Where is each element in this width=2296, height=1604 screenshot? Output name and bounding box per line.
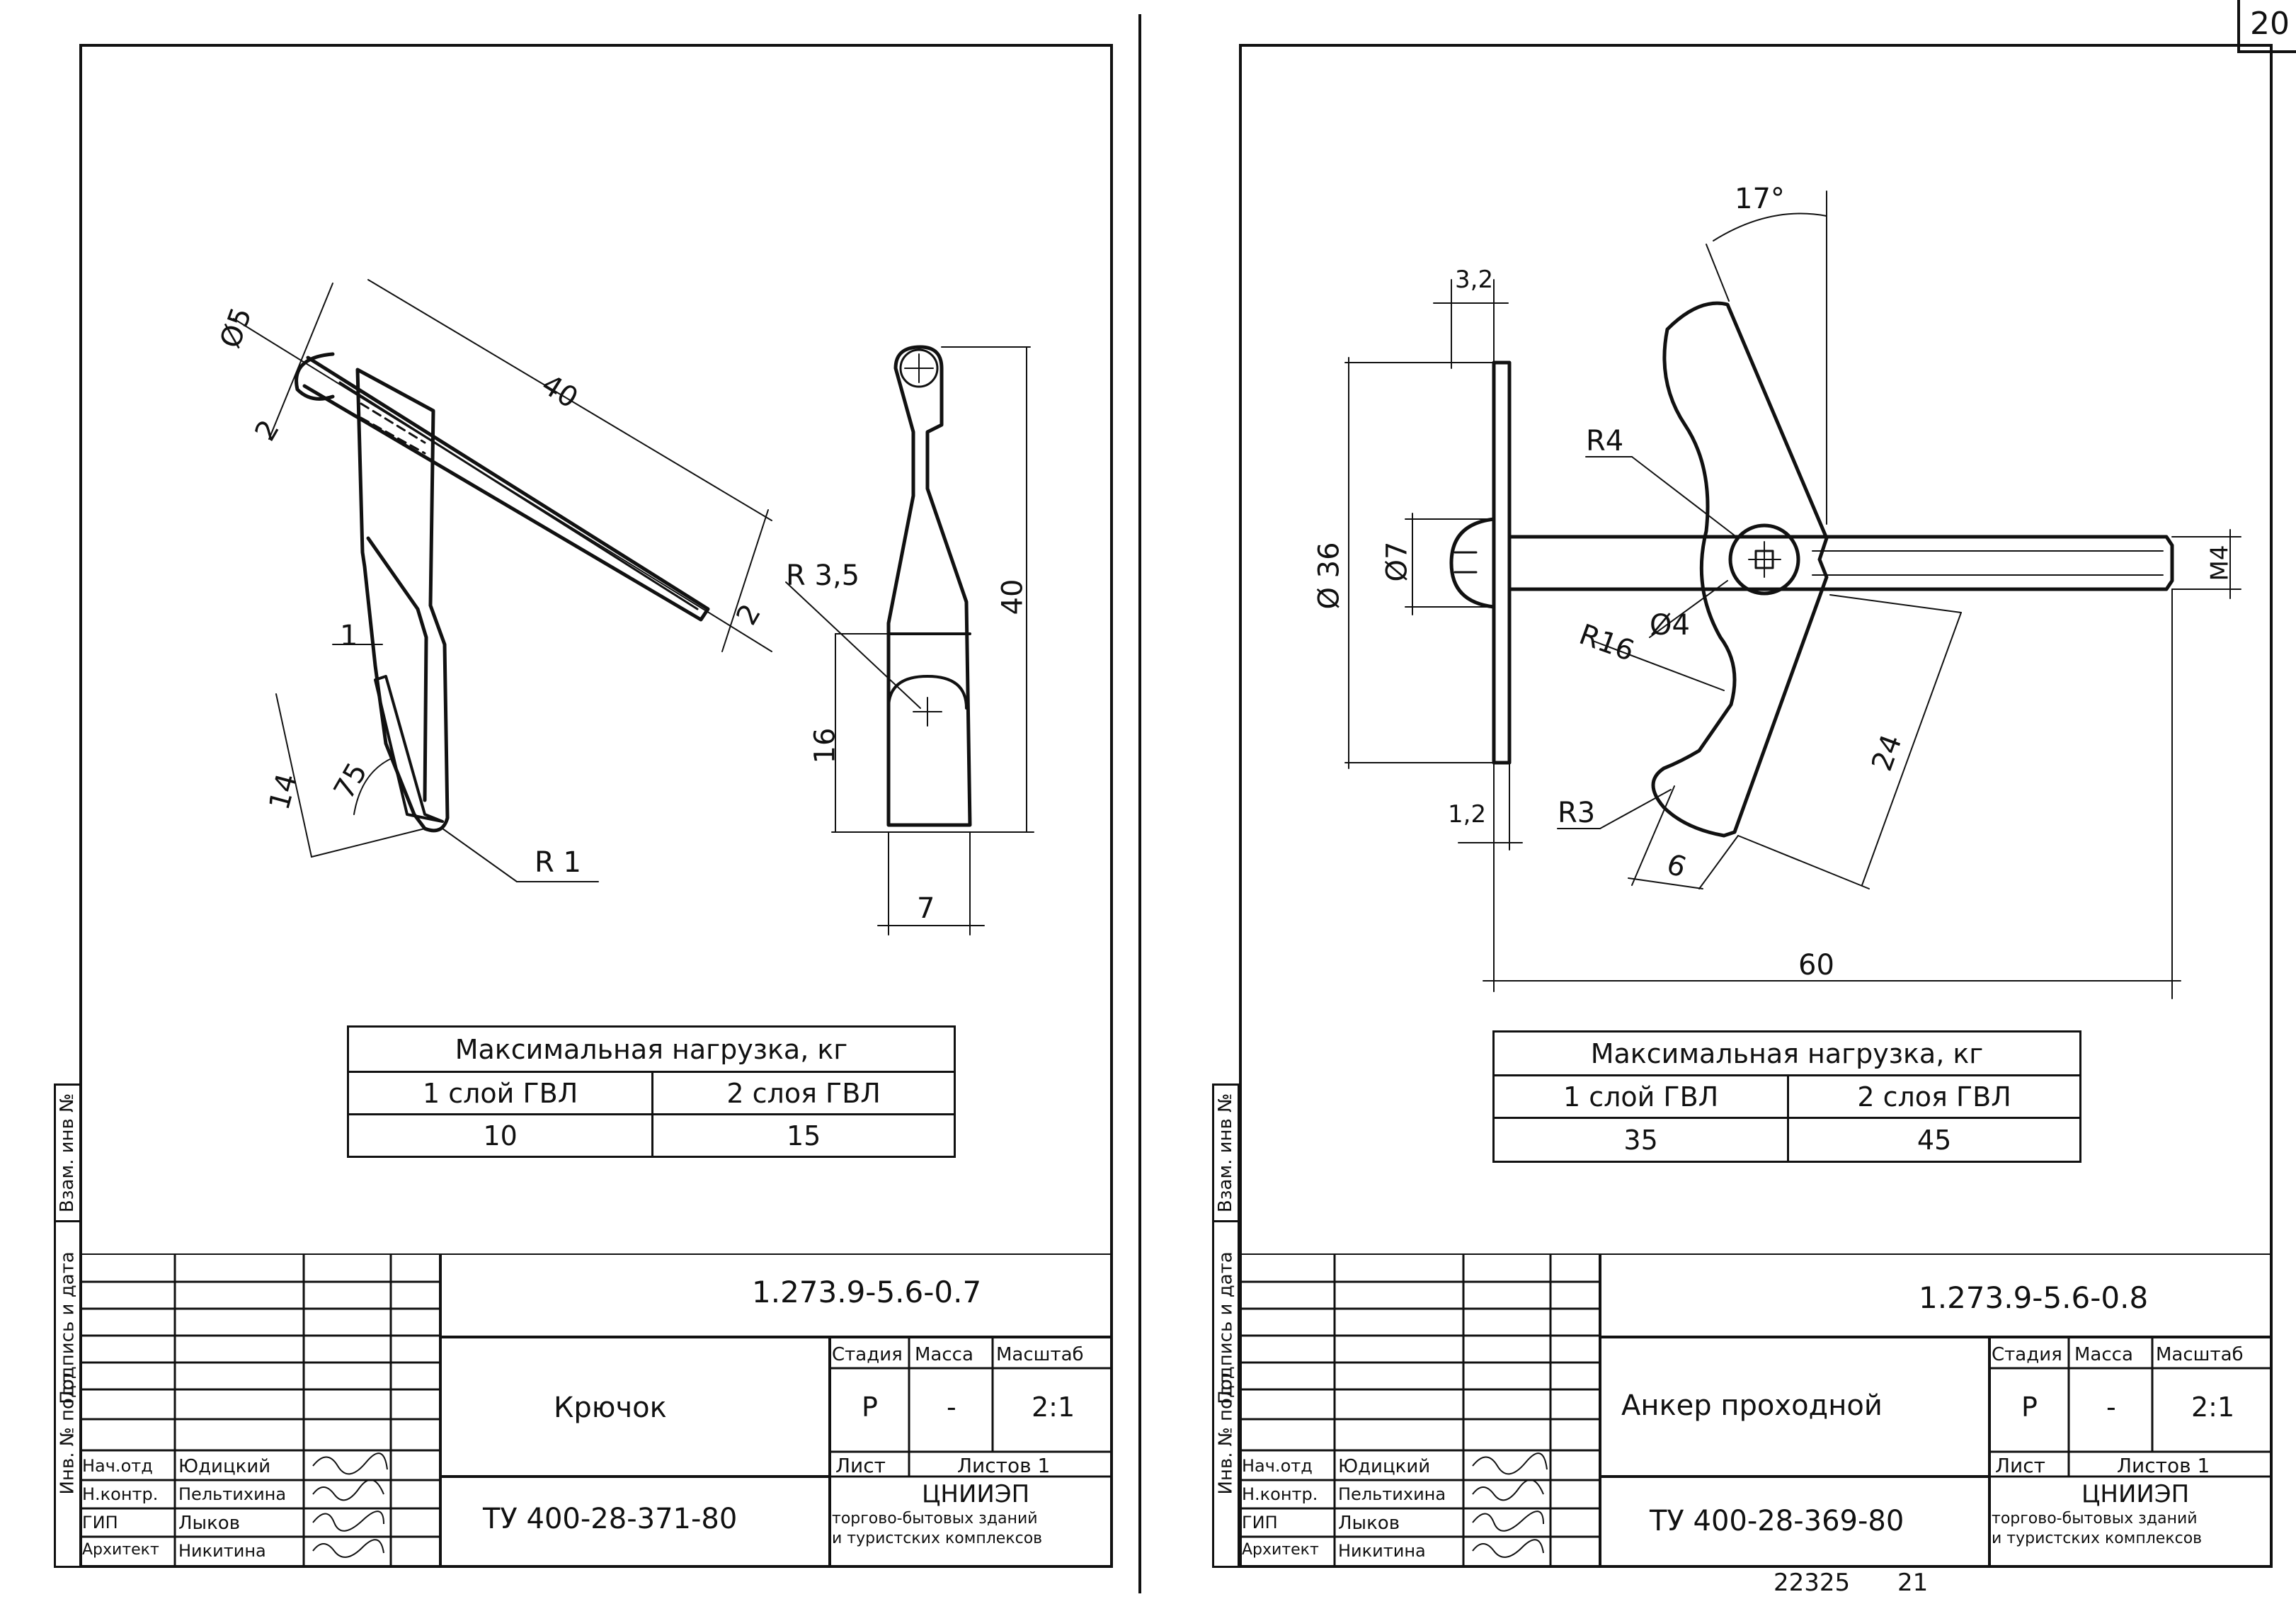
org-line-3: и туристских комплексов [832, 1530, 1043, 1547]
staff-name-2-r: Лыков [1338, 1513, 1400, 1534]
staff-name-2: Лыков [178, 1513, 241, 1534]
doc-name-r: Анкер проходной [1621, 1389, 1883, 1422]
load-val-2-r: 45 [1787, 1117, 2081, 1163]
signatures [312, 1452, 388, 1558]
staff-name-3: Никитина [178, 1541, 266, 1561]
dim-thickness-1: 1 [340, 620, 358, 652]
dim-thickness-32: 3,2 [1455, 266, 1494, 294]
anchor-screw [1507, 535, 2174, 591]
load-val-1-r: 35 [1492, 1117, 1790, 1163]
staff-role-2: ГИП [82, 1513, 118, 1532]
staff-name-0-r: Юдицкий [1338, 1456, 1431, 1477]
staff-name-0: Юдицкий [178, 1456, 271, 1477]
tu-code-r: ТУ 400-28-369-80 [1650, 1505, 1904, 1537]
org-line-3-r: и туристских комплексов [1992, 1530, 2203, 1547]
dim-diameter-7: Ø7 [1381, 541, 1414, 582]
signatures-r [1472, 1452, 1548, 1558]
dim-length-60: 60 [1798, 949, 1834, 982]
org-name: ЦНИИЭП [922, 1480, 1030, 1508]
sheet-label: Лист [835, 1454, 886, 1477]
scale-label-r: Масштаб [2156, 1344, 2244, 1365]
dim-radius-r1: R 1 [535, 846, 581, 879]
dim-width-7: 7 [917, 892, 935, 925]
sheet-label-r: Лист [1995, 1454, 2045, 1477]
load-col-1: 1 слой ГВЛ [346, 1071, 654, 1115]
anchor-plate [1492, 360, 1512, 765]
stage-label: Стадия [832, 1344, 903, 1365]
staff-role-0-r: Нач.отд [1242, 1456, 1313, 1476]
side-cell-sign: Подпись и дата [56, 1220, 79, 1433]
mass-label-r: Масса [2074, 1344, 2133, 1365]
left-side-strip: Инв. № подл Подпись и дата Взам. инв № [54, 1083, 81, 1568]
left-sheet-frame [79, 44, 1113, 1568]
side-cell-sign-r: Подпись и дата [1214, 1220, 1238, 1433]
load-table-title: Максимальная нагрузка, кг [347, 1025, 956, 1073]
inventory-number: 22325 [1774, 1569, 1851, 1597]
hook-bend-inner [366, 536, 428, 802]
center-divider [1138, 14, 1141, 1593]
stage-value: Р [862, 1392, 878, 1423]
hook-tip [374, 675, 444, 823]
page-number: 20 [2250, 6, 2290, 42]
hook-side-view [886, 345, 972, 827]
staff-role-0: Нач.отд [82, 1456, 153, 1476]
mass-label: Масса [915, 1344, 973, 1365]
load-col-1-r: 1 слой ГВЛ [1492, 1074, 1790, 1119]
dim-radius-r35: R 3,5 [786, 559, 860, 592]
staff-name-1: Пельтихина [178, 1484, 287, 1504]
dim-height-40: 40 [996, 579, 1029, 615]
sheets-label-r: Листов 1 [2117, 1454, 2210, 1477]
mass-value: - [947, 1392, 956, 1423]
load-val-1: 10 [346, 1113, 654, 1158]
page-number-box: 20 [2237, 0, 2296, 53]
scale-label: Масштаб [996, 1344, 1084, 1365]
load-col-2-r: 2 слоя ГВЛ [1787, 1074, 2081, 1119]
side-cell-replace-r: Взам. инв № [1215, 1093, 1237, 1213]
mass-value-r: - [2106, 1392, 2116, 1423]
load-val-2: 15 [651, 1113, 956, 1158]
hook-pin [302, 356, 710, 622]
right-side-strip: Инв. № подл Подпись и дата Взам. инв № [1212, 1083, 1240, 1568]
dim-diameter-36: Ø 36 [1313, 542, 1346, 610]
dim-thread-m4: M4 [2205, 545, 2234, 581]
right-title-block: 1.273.9-5.6-0.8 Анкер проходной Стадия М… [1239, 1253, 2273, 1568]
anchor-screw-head [1449, 517, 1496, 609]
dim-radius-r3: R3 [1558, 797, 1596, 829]
sheets-label: Листов 1 [957, 1454, 1051, 1477]
footer-page: 21 [1897, 1569, 1929, 1597]
dim-angle-17: 17° [1735, 183, 1785, 215]
doc-code-r: 1.273.9-5.6-0.8 [1919, 1280, 2149, 1315]
staff-role-3: Архитект [82, 1541, 159, 1559]
staff-name-3-r: Никитина [1338, 1541, 1426, 1561]
scale-value: 2:1 [1032, 1392, 1075, 1423]
left-title-block: 1.273.9-5.6-0.7 Крючок Стадия Масса Масш… [79, 1253, 1113, 1568]
anchor-pivot [1728, 523, 1800, 596]
staff-role-1: Н.контр. [82, 1484, 159, 1504]
staff-role-3-r: Архитект [1242, 1541, 1319, 1559]
anchor-toggle [1651, 301, 1829, 838]
org-line-2-r: торгово-бытовых зданий [1992, 1510, 2198, 1528]
right-sheet-frame [1239, 44, 2273, 1568]
staff-name-1-r: Пельтихина [1338, 1484, 1446, 1504]
load-table-title-r: Максимальная нагрузка, кг [1492, 1030, 2081, 1076]
stage-value-r: Р [2021, 1392, 2038, 1423]
org-name-r: ЦНИИЭП [2081, 1480, 2190, 1508]
stage-label-r: Стадия [1992, 1344, 2062, 1365]
dim-thickness-12: 1,2 [1448, 800, 1487, 829]
load-col-2: 2 слоя ГВЛ [651, 1071, 956, 1115]
doc-name: Крючок [554, 1392, 667, 1424]
dim-diameter-4: Ø4 [1650, 609, 1690, 642]
doc-code: 1.273.9-5.6-0.7 [752, 1275, 982, 1309]
staff-role-1-r: Н.контр. [1242, 1484, 1318, 1504]
tu-code: ТУ 400-28-371-80 [483, 1503, 738, 1535]
org-line-2: торгово-бытовых зданий [832, 1510, 1038, 1528]
staff-role-2-r: ГИП [1242, 1513, 1278, 1532]
hook-pin-head [295, 352, 335, 401]
scale-value-r: 2:1 [2191, 1392, 2235, 1423]
dim-radius-r4: R4 [1586, 425, 1624, 457]
dim-height-16: 16 [809, 727, 842, 764]
